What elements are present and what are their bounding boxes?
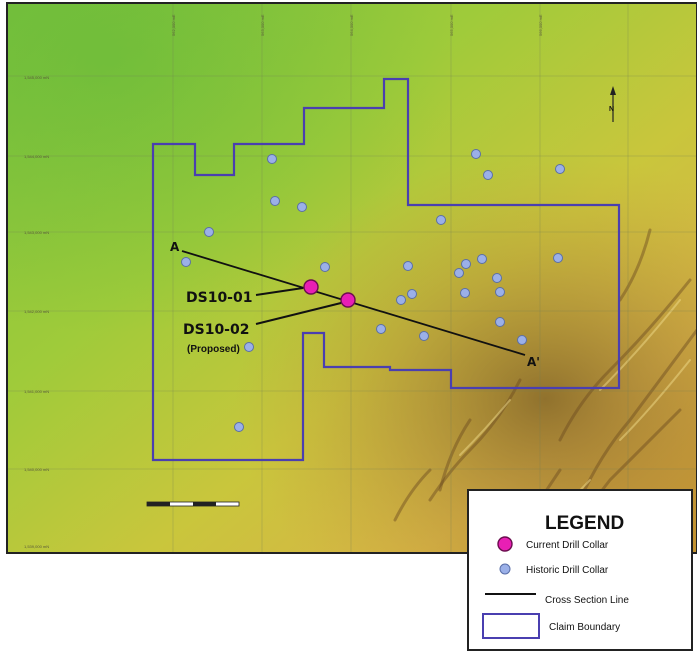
historic-collar-marker [320, 262, 330, 272]
grid-label-top: 562,000 mE [171, 14, 176, 36]
current-collar-ds10-01 [303, 279, 319, 295]
grid-label-top: 565,000 mE [449, 14, 454, 36]
grid-top-labels: 562,000 mE 563,000 mE 564,000 mE 565,000… [171, 14, 543, 36]
historic-collar-marker [460, 288, 470, 298]
historic-collar-marker [555, 164, 565, 174]
historic-collar-marker [553, 253, 563, 263]
grid-label-left: 1,542,000 mN [24, 309, 49, 314]
historic-collar-marker [454, 268, 464, 278]
legend-label-historic-collar: Historic Drill Collar [526, 565, 609, 576]
drill-label-proposed: (Proposed) [187, 344, 240, 355]
map-frame [6, 2, 697, 554]
grid-label-left: 1,543,000 mN [24, 230, 49, 235]
grid-left-labels: 1,545,000 mN 1,544,000 mN 1,543,000 mN 1… [24, 75, 49, 549]
historic-collar-marker [270, 196, 280, 206]
legend-label-cross-section: Cross Section Line [545, 595, 629, 606]
leader-line-ds10-02 [255, 302, 342, 325]
historic-collar-marker [461, 259, 471, 269]
historic-collar-marker [204, 227, 214, 237]
legend-icon-claim-boundary [482, 613, 540, 639]
grid-label-top: 566,000 mE [538, 14, 543, 36]
terrain-ridge-shade [7, 3, 697, 553]
current-collar-ds10-02 [340, 292, 356, 308]
historic-collar-marker [244, 342, 254, 352]
leader-line-ds10-01 [255, 287, 304, 296]
grid-label-left: 1,544,000 mN [24, 154, 49, 159]
historic-collar-marker [234, 422, 244, 432]
historic-collars [181, 149, 565, 432]
grid-label-left: 1,545,000 mN [24, 75, 49, 80]
legend-icon-historic-collar [499, 563, 511, 575]
historic-collar-marker [436, 215, 446, 225]
historic-collar-marker [495, 287, 505, 297]
historic-collar-marker [492, 273, 502, 283]
claim-boundary [151, 77, 621, 462]
legend-title: LEGEND [545, 513, 624, 534]
drill-label-ds10-02: DS10-02 [183, 322, 249, 338]
legend-label-current-collar: Current Drill Collar [526, 540, 609, 551]
north-arrow: N [609, 86, 616, 122]
historic-collar-marker [403, 261, 413, 271]
legend-label-claim-boundary: Claim Boundary [549, 622, 620, 633]
historic-collar-marker [396, 295, 406, 305]
legend: LEGEND Current Drill Collar Historic Dri… [467, 489, 693, 651]
historic-collar-marker [181, 257, 191, 267]
scale-bar-segment [193, 502, 216, 506]
grid-label-left: 1,540,000 mN [24, 467, 49, 472]
legend-icon-current-collar [497, 536, 513, 552]
historic-collar-marker [419, 331, 429, 341]
section-label-end: A' [527, 355, 540, 369]
scale-bar [146, 501, 240, 507]
grid-label-left: 1,541,000 mN [24, 389, 49, 394]
historic-collar-marker [477, 254, 487, 264]
current-collars [303, 279, 356, 308]
historic-collar-marker [267, 154, 277, 164]
scale-bar-segment [147, 502, 170, 506]
north-arrow-icon [610, 86, 616, 95]
drill-label-ds10-01: DS10-01 [186, 290, 252, 306]
historic-collar-marker [517, 335, 527, 345]
terrain-layer: 1,545,000 mN 1,544,000 mN 1,543,000 mN 1… [7, 3, 697, 553]
grid-label-left: 1,539,000 mN [24, 544, 49, 549]
historic-collar-marker [297, 202, 307, 212]
historic-collar-marker [495, 317, 505, 327]
grid-label-top: 563,000 mE [260, 14, 265, 36]
historic-collar-marker [376, 324, 386, 334]
historic-collar-marker [471, 149, 481, 159]
grid-label-top: 564,000 mE [349, 14, 354, 36]
historic-collar-marker [483, 170, 493, 180]
historic-collar-marker [407, 289, 417, 299]
north-label: N [609, 106, 614, 113]
coordinate-grid [7, 3, 697, 553]
section-label-start: A [170, 240, 180, 254]
